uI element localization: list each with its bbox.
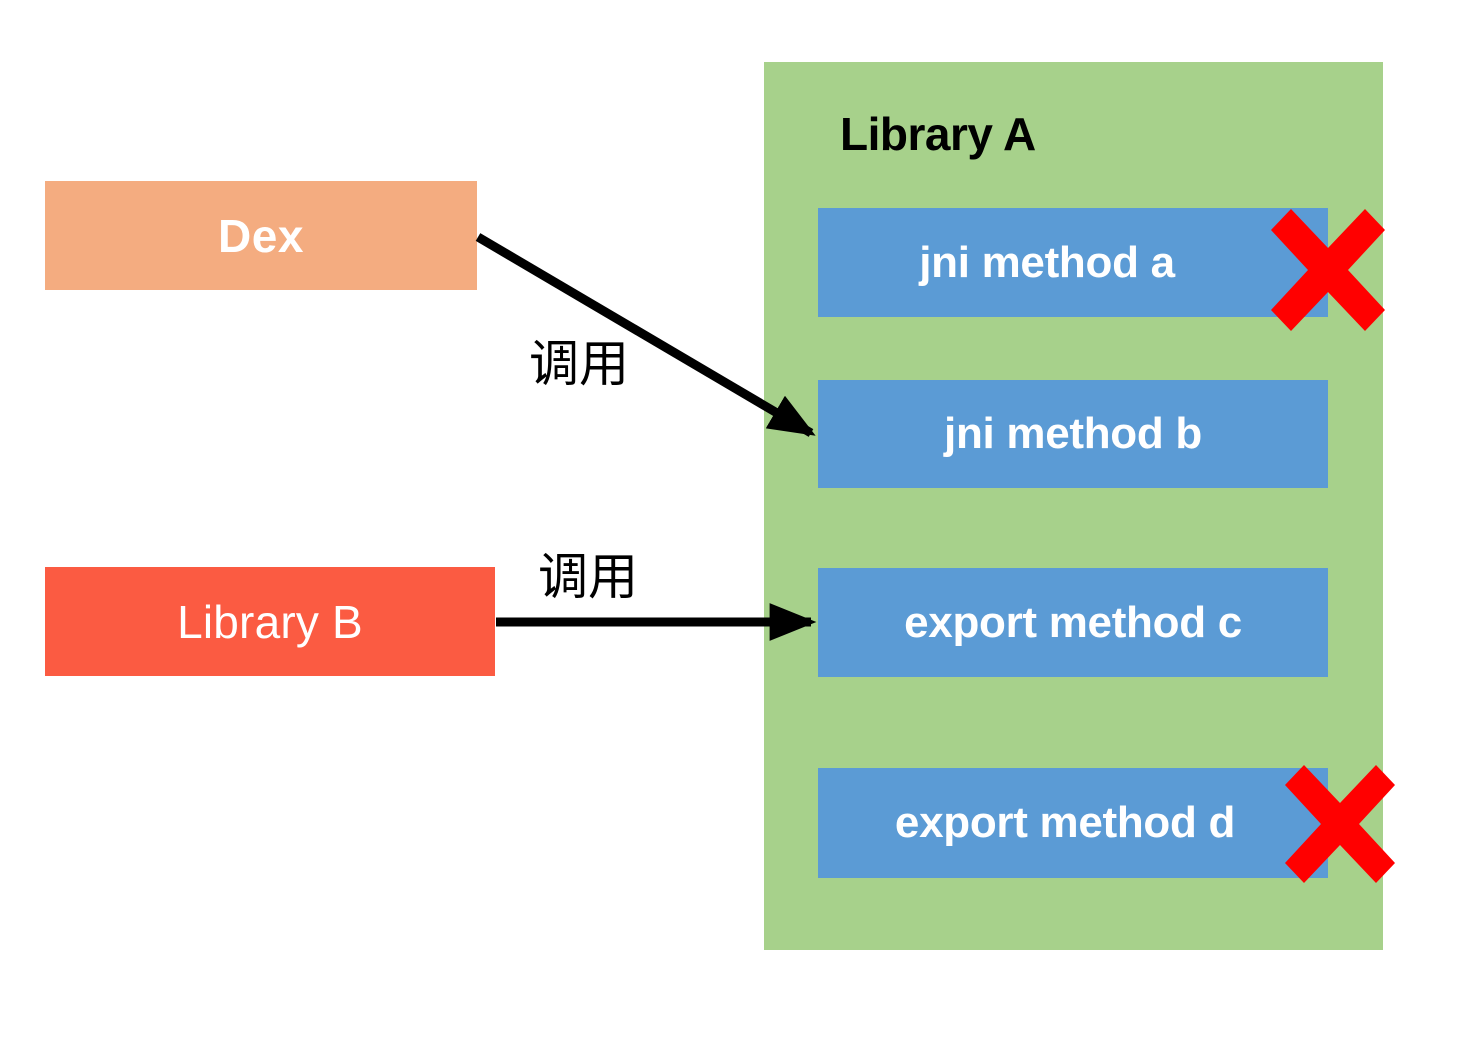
method-label-export-method-d: export method d bbox=[894, 798, 1236, 847]
method-label-export-method-c: export method c bbox=[904, 597, 1242, 647]
arrow-dex-to-jni-method-b bbox=[475, 233, 816, 437]
dex-label: Dex bbox=[218, 209, 304, 262]
arrow-label-call-library-b: 调用 bbox=[538, 548, 638, 606]
dex-box[interactable]: Dex bbox=[45, 181, 477, 290]
method-box-jni-method-b[interactable]: jni method b bbox=[818, 380, 1328, 488]
method-label-jni-method-b: jni method b bbox=[944, 409, 1202, 458]
library-a-title: Library A bbox=[840, 108, 1036, 160]
library-b-box[interactable]: Library B bbox=[45, 567, 495, 676]
library-a-panel: Library A jni method a jni method b expo… bbox=[764, 62, 1383, 950]
method-box-export-method-d[interactable]: export method d bbox=[818, 768, 1328, 878]
arrow-label-call-dex: 调用 bbox=[529, 335, 629, 393]
cross-icon-method-a bbox=[1271, 209, 1385, 331]
cross-icon-method-d bbox=[1285, 765, 1395, 883]
library-b-label: Library B bbox=[177, 595, 363, 648]
method-box-export-method-c[interactable]: export method c bbox=[818, 568, 1328, 677]
method-box-jni-method-a[interactable]: jni method a bbox=[818, 208, 1328, 317]
method-label-jni-method-a: jni method a bbox=[919, 237, 1175, 287]
